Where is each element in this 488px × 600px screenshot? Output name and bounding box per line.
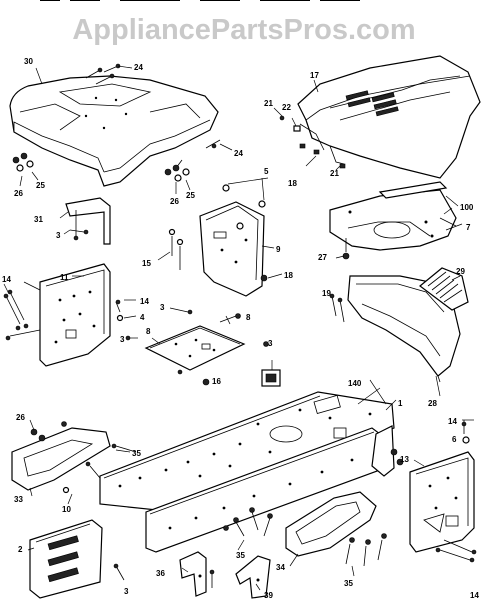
callout-2: 2 xyxy=(18,545,23,554)
callout-25-right: 25 xyxy=(186,191,195,200)
part-35-center-screws xyxy=(223,507,273,537)
callout-21-right: 21 xyxy=(330,169,339,178)
part-15-bolts xyxy=(157,228,184,270)
part-14-left-bolts xyxy=(3,283,41,341)
part-25-26-left-fasteners xyxy=(12,152,39,187)
part-35-lower-right-screws xyxy=(345,533,387,567)
callout-31: 31 xyxy=(34,215,43,224)
callout-6: 6 xyxy=(452,435,457,444)
callout-29: 29 xyxy=(456,267,465,276)
callout-1: 1 xyxy=(398,399,403,408)
frame-holes xyxy=(118,408,372,530)
part-11-left-panel xyxy=(39,263,111,367)
callout-18: 18 xyxy=(284,271,293,280)
part-17-fender xyxy=(297,55,481,179)
part-6-switch xyxy=(261,360,281,387)
part-33-left-footrest xyxy=(11,427,111,491)
part-28-front-bumper xyxy=(347,275,461,383)
callout-35-lower-right: 35 xyxy=(344,579,353,588)
part-3-8-upper-screws xyxy=(169,307,269,386)
callout-9: 9 xyxy=(276,245,281,254)
callout-3-b: 3 xyxy=(160,303,165,312)
part-19-bolts xyxy=(329,293,345,323)
header-remnant xyxy=(0,0,488,5)
callout-7: 7 xyxy=(466,223,471,232)
part-5-nuts xyxy=(222,177,269,208)
callout-100: 100 xyxy=(460,203,474,212)
callout-5: 5 xyxy=(264,167,269,176)
part-27-bolt xyxy=(335,238,350,260)
part-24-screws-top xyxy=(85,63,133,85)
callout-35-left: 35 xyxy=(132,449,141,458)
callout-39: 39 xyxy=(264,591,273,600)
callout-16: 16 xyxy=(212,377,221,386)
callout-19: 19 xyxy=(322,289,331,298)
callout-14-center: 14 xyxy=(140,297,149,306)
callout-140: 140 xyxy=(348,379,362,388)
callout-14-left: 14 xyxy=(2,275,11,284)
callout-3-front: 3 xyxy=(124,587,129,596)
callout-11: 11 xyxy=(60,273,69,282)
part-31-bracket xyxy=(59,197,111,245)
callout-14-right: 14 xyxy=(448,417,457,426)
part-13-right-panel xyxy=(409,451,475,553)
callout-14-lower-right: 14 xyxy=(470,591,479,600)
part-36-bracket xyxy=(179,551,207,597)
callout-labels: 30 24 17 21 22 25 26 24 26 25 5 18 21 10… xyxy=(2,57,479,600)
site-watermark: AppliancePartsPros.com xyxy=(72,14,416,46)
part-3-screw-a xyxy=(63,229,89,235)
callout-3-c: 3 xyxy=(120,335,125,344)
part-3-front-screw xyxy=(113,563,125,581)
part-35-right-bracket xyxy=(371,425,404,477)
callout-26-right: 26 xyxy=(170,197,179,206)
part-34-right-footrest xyxy=(285,491,377,557)
callout-17: 17 xyxy=(310,71,319,80)
part-29-grille xyxy=(419,267,469,311)
callout-34: 34 xyxy=(276,563,285,572)
part-14-lower-right-bolts xyxy=(435,539,477,563)
callout-4: 4 xyxy=(140,313,145,322)
callout-3-d: 3 xyxy=(268,339,273,348)
part-7-100-seat-plate xyxy=(329,181,459,251)
callout-15: 15 xyxy=(142,259,151,268)
callout-30: 30 xyxy=(24,57,33,66)
callout-24-right: 24 xyxy=(234,149,243,158)
part-14-6-right-fasteners xyxy=(461,419,474,444)
callout-18-top: 18 xyxy=(288,179,297,188)
part-9-dash-panel xyxy=(199,201,265,297)
part-1-main-frame xyxy=(99,379,395,553)
callout-8-right: 8 xyxy=(246,313,251,322)
part-30-hood xyxy=(9,75,219,187)
callout-10: 10 xyxy=(62,505,71,514)
part-18-nut xyxy=(260,273,283,282)
callout-36: 36 xyxy=(156,569,165,578)
callout-26-lower: 26 xyxy=(16,413,25,422)
part-39-bracket xyxy=(209,555,271,599)
part-2-front-plate xyxy=(29,519,103,599)
callout-13: 13 xyxy=(400,455,409,464)
part-14-4-3-center-fasteners xyxy=(115,299,138,341)
part-10-35-left-fasteners xyxy=(62,443,137,494)
part-21-22-18-clips xyxy=(273,107,346,171)
callout-28: 28 xyxy=(428,399,437,408)
callout-27: 27 xyxy=(318,253,327,262)
callout-leaders xyxy=(23,67,463,591)
callout-8-plate: 8 xyxy=(146,327,151,336)
callout-25-left: 25 xyxy=(36,181,45,190)
callout-21-top: 21 xyxy=(264,99,273,108)
callout-35-center: 35 xyxy=(236,551,245,560)
callout-33: 33 xyxy=(14,495,23,504)
callout-22: 22 xyxy=(282,103,291,112)
callout-26-left: 26 xyxy=(14,189,23,198)
part-24-25-26-right-fasteners xyxy=(164,139,233,194)
callout-3-a: 3 xyxy=(56,231,61,240)
part-26-33-fasteners xyxy=(29,419,67,442)
callout-24-top: 24 xyxy=(134,63,143,72)
part-8-control-plate xyxy=(144,325,246,371)
